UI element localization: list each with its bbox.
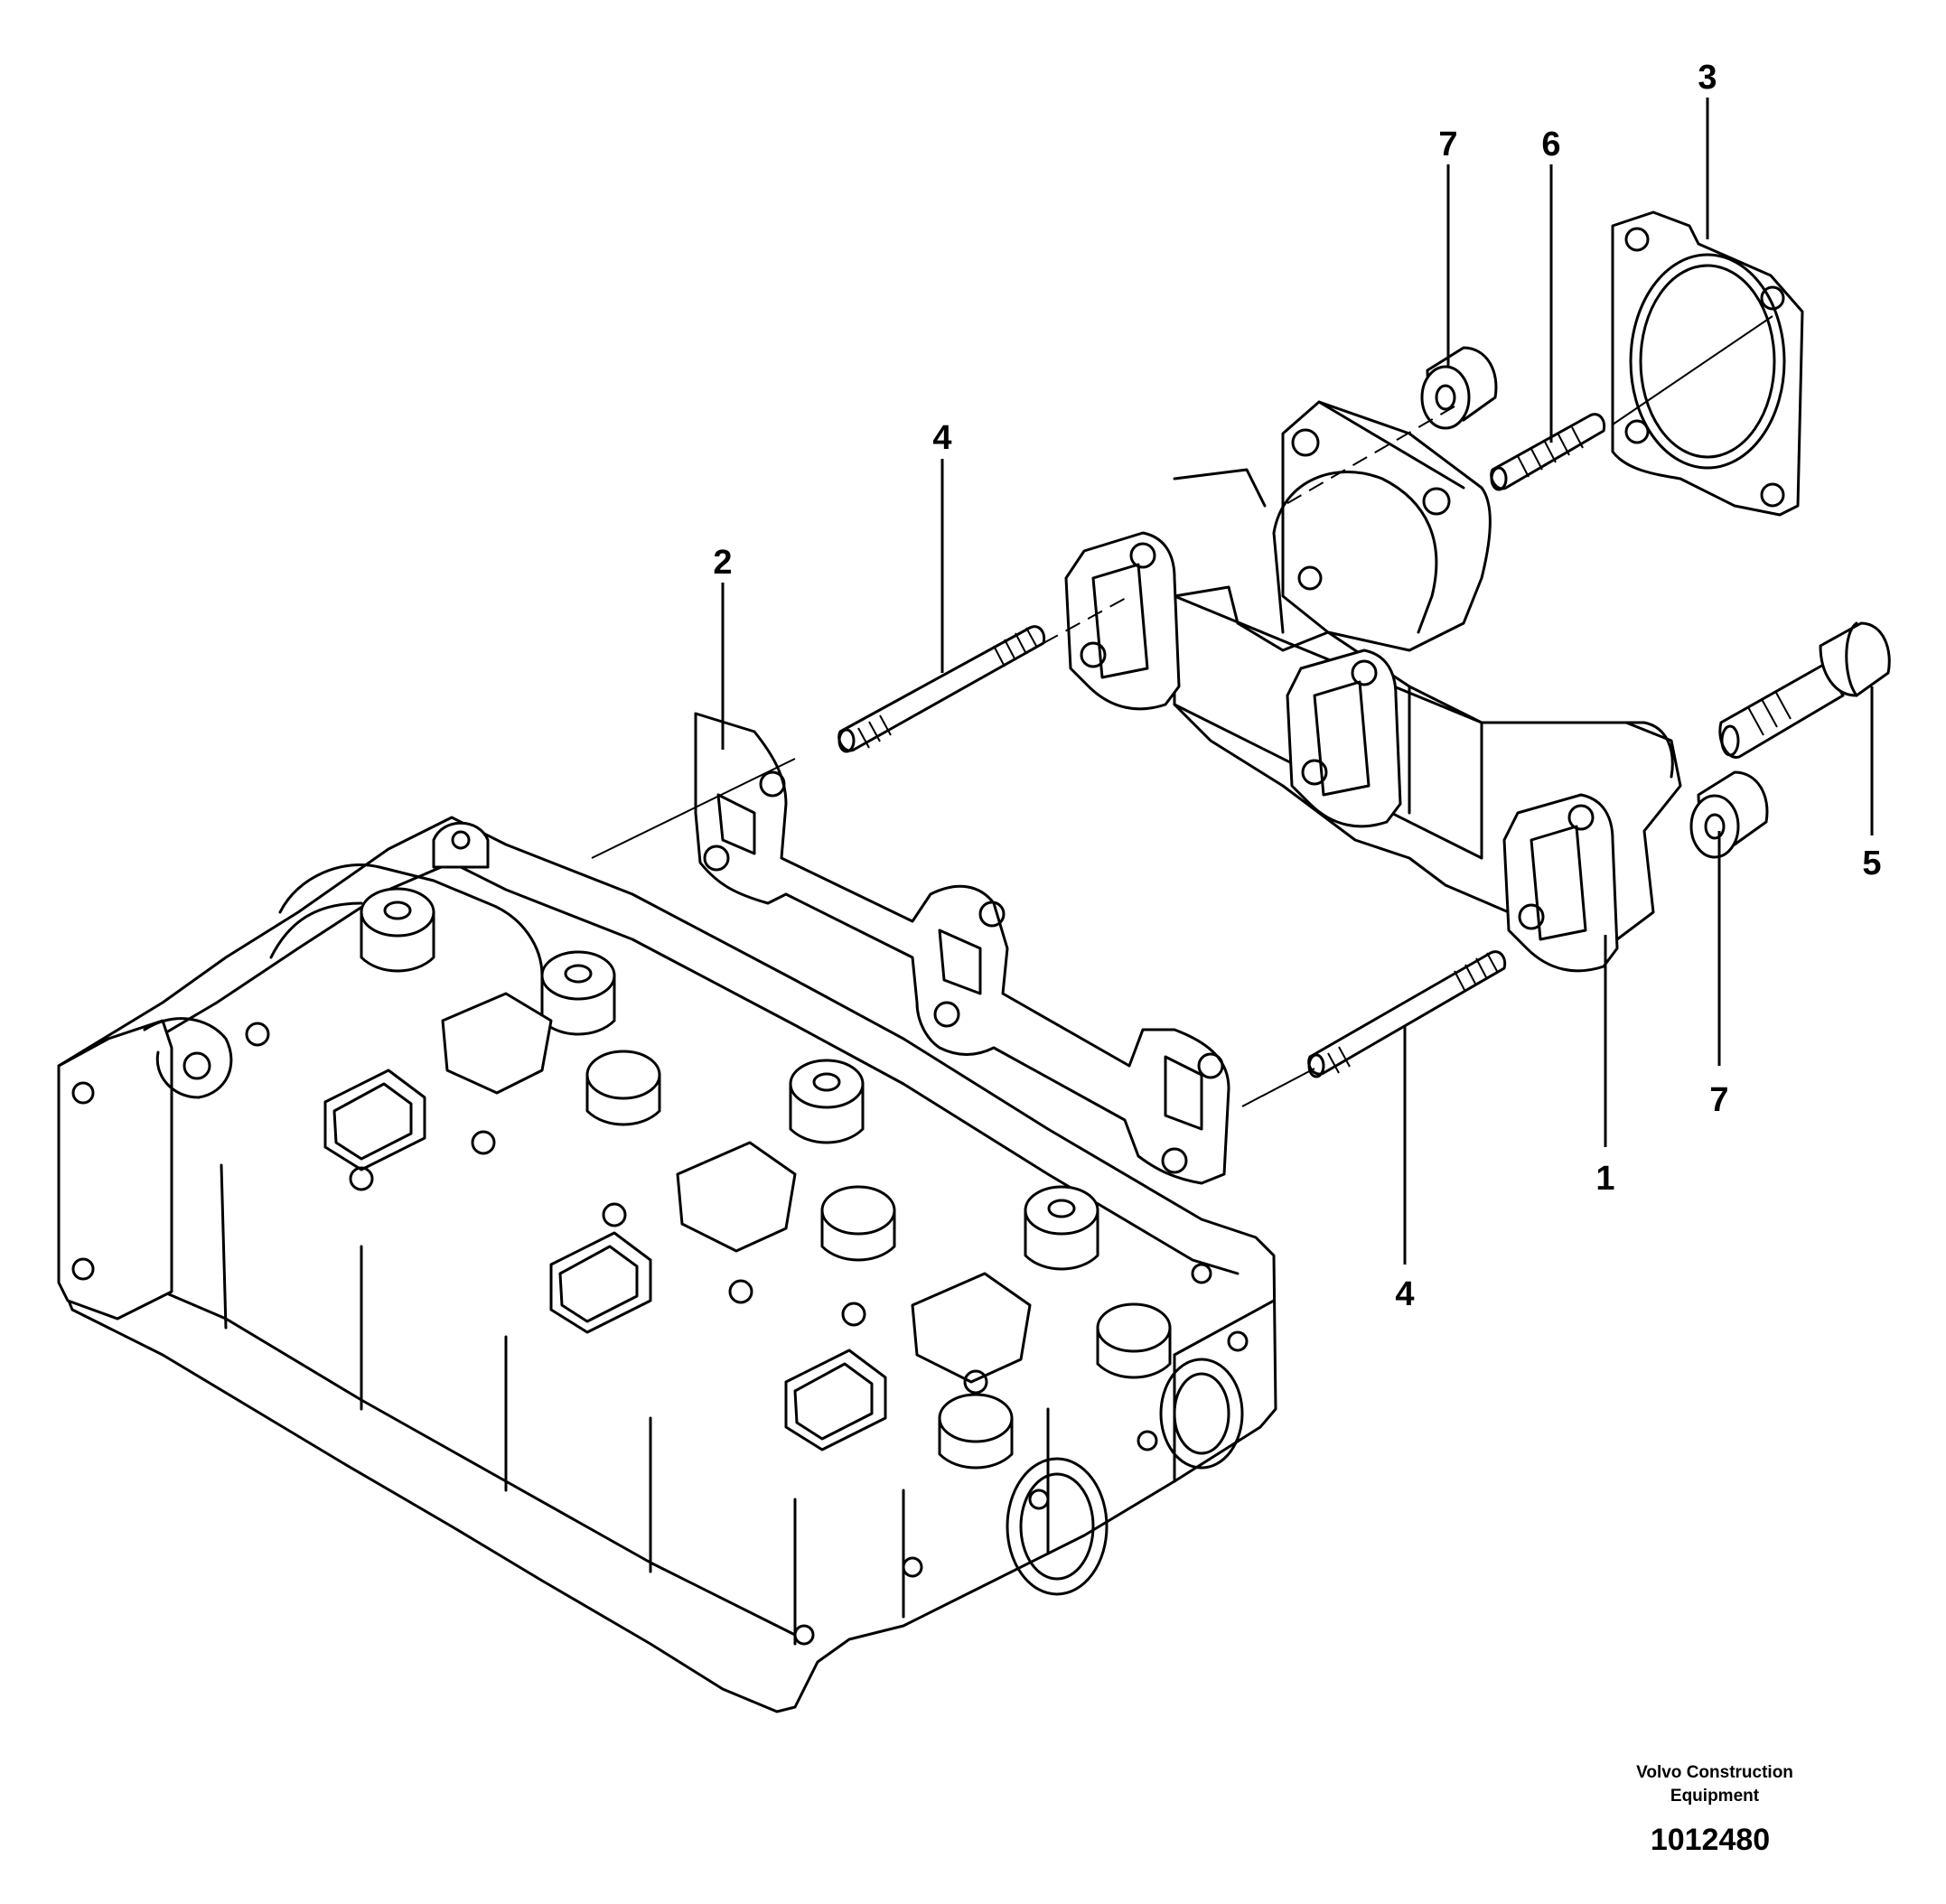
valve-bosses	[360, 887, 1172, 1470]
callout-7-lower: 7	[1709, 1081, 1728, 1119]
nut-upper	[1420, 346, 1498, 430]
callout-5: 5	[1862, 845, 1881, 882]
stud-lower	[1307, 950, 1507, 1078]
publisher-line-1: Volvo Construction	[1636, 1763, 1793, 1782]
exhaust-manifold	[1064, 400, 1682, 973]
nut-lower	[1689, 770, 1769, 859]
outlet-gasket	[1611, 210, 1804, 517]
leader-lines	[721, 98, 1874, 1265]
exhaust-manifold-gasket	[694, 712, 1230, 1185]
drawing-number: 1012480	[1651, 1823, 1770, 1857]
flange-bolt	[1718, 621, 1891, 759]
publisher-line-2: Equipment	[1670, 1787, 1760, 1806]
callout-6: 6	[1541, 126, 1560, 163]
callout-3: 3	[1698, 59, 1717, 97]
cylinder-head	[57, 816, 1277, 1713]
callout-1: 1	[1595, 1160, 1614, 1198]
alignment-lines	[591, 315, 1773, 1107]
callout-7-upper: 7	[1438, 126, 1457, 163]
callout-labels: 3 7 6 4 2 5 7 1 4	[713, 59, 1881, 1313]
callout-4-upper: 4	[932, 419, 951, 457]
callout-4-lower: 4	[1395, 1275, 1414, 1313]
short-stud	[1490, 413, 1606, 491]
publisher-block: Volvo Construction Equipment 1012480	[1636, 1763, 1793, 1857]
callout-2: 2	[713, 544, 732, 582]
